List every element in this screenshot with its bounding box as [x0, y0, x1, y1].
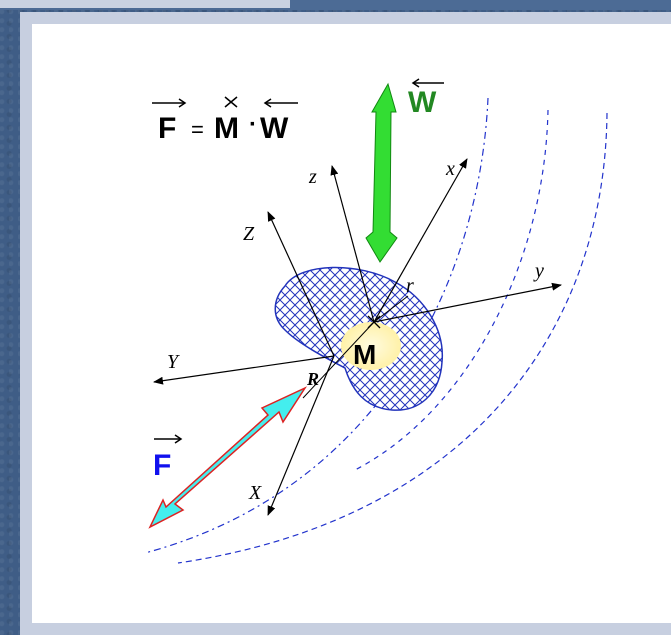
radius-r-label: r	[406, 275, 414, 297]
w-vector-label: W	[408, 78, 444, 119]
formula-f-equals-m-w: F = M · W	[152, 96, 298, 145]
axis-x-small-line	[373, 158, 468, 323]
slide-top-strip	[0, 0, 671, 10]
axis-z-small-line	[330, 165, 375, 323]
formula-rhs: W	[260, 112, 289, 145]
svg-text:W: W	[408, 86, 437, 119]
formula-m: M	[214, 112, 239, 145]
axis-X-big-line	[267, 355, 335, 516]
radius-R-line	[302, 321, 375, 399]
axis-Y-big-line	[153, 355, 335, 385]
f-vector-label: F	[153, 434, 183, 482]
body-center-highlight	[341, 322, 401, 370]
axis-y-small-label: y	[533, 260, 544, 282]
svg-text:F: F	[153, 449, 171, 482]
axis-z-small-label: z	[308, 166, 317, 188]
axis-X-big-label: X	[248, 482, 262, 504]
axis-Y-big-label: Y	[167, 351, 180, 373]
trajectory-outer	[177, 112, 608, 564]
f-arrow	[148, 386, 308, 529]
formula-lhs: F	[158, 112, 176, 145]
center-cross-marker	[367, 315, 381, 329]
slide-top-highlight	[0, 0, 290, 8]
trajectory-inner	[144, 97, 489, 554]
axis-y-small-line	[373, 282, 562, 323]
body-center-label: M	[353, 339, 376, 370]
w-arrow	[365, 82, 398, 263]
formula-equals: =	[191, 117, 204, 142]
axis-Z-big-line	[267, 211, 335, 357]
axis-Z-big-label: Z	[243, 223, 255, 245]
trajectory-middle	[354, 109, 549, 471]
radius-R-label: R	[306, 369, 319, 389]
axis-x-small-label: x	[445, 158, 455, 180]
radius-r-line	[373, 295, 409, 323]
formula-dot: ·	[249, 111, 257, 138]
